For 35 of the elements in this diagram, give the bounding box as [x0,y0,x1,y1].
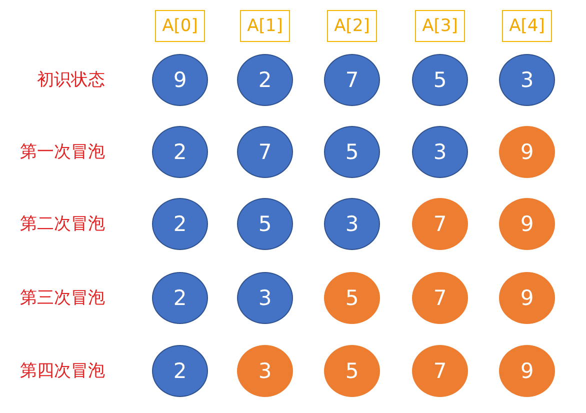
row-label: 第二次冒泡 [20,213,105,235]
sorted-value-circle: 5 [324,345,380,397]
value-circle: 3 [237,272,293,324]
index-header-box: A[3] [415,10,465,42]
sorted-value-circle: 3 [237,345,293,397]
row-label: 初识状态 [37,69,105,91]
index-header-box: A[2] [327,10,377,42]
value-circle: 9 [152,54,208,106]
value-circle: 7 [237,126,293,178]
row-label: 第一次冒泡 [20,141,105,163]
index-header-box: A[0] [155,10,205,42]
index-header-box: A[4] [502,10,552,42]
row-label: 第四次冒泡 [20,360,105,382]
value-circle: 2 [152,198,208,250]
value-circle: 5 [324,126,380,178]
sorted-value-circle: 9 [499,345,555,397]
sorted-value-circle: 7 [412,345,468,397]
value-circle: 2 [152,272,208,324]
index-header-box: A[1] [240,10,290,42]
sorted-value-circle: 7 [412,198,468,250]
sorted-value-circle: 9 [499,126,555,178]
value-circle: 2 [152,126,208,178]
row-label: 第三次冒泡 [20,287,105,309]
value-circle: 3 [412,126,468,178]
value-circle: 5 [237,198,293,250]
sorted-value-circle: 9 [499,272,555,324]
value-circle: 3 [324,198,380,250]
sorted-value-circle: 9 [499,198,555,250]
value-circle: 3 [499,54,555,106]
value-circle: 7 [324,54,380,106]
value-circle: 5 [412,54,468,106]
value-circle: 2 [237,54,293,106]
value-circle: 2 [152,345,208,397]
sorted-value-circle: 5 [324,272,380,324]
sorted-value-circle: 7 [412,272,468,324]
